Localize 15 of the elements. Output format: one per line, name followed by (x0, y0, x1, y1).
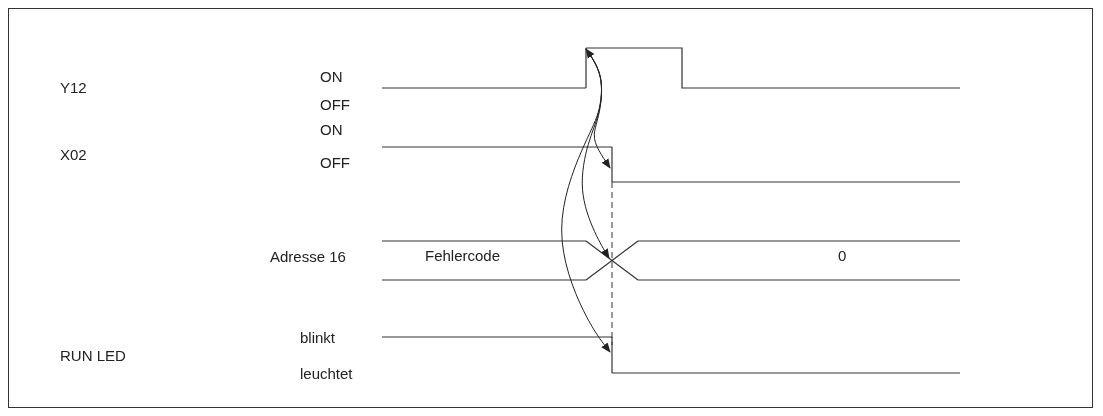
bus-crossover (585, 240, 613, 281)
signal-name: Adresse 16 (270, 248, 346, 266)
bus-value: Fehlercode (425, 247, 501, 265)
signal-name: RUN LED (60, 347, 126, 365)
signal-name: X02 (60, 146, 87, 164)
signal-name: Y12 (60, 79, 87, 97)
bus-value: 0 (838, 247, 847, 265)
arrow (561, 48, 611, 353)
state-label: OFF (320, 96, 350, 114)
state-label: blinkt (300, 329, 336, 347)
state-label: ON (320, 68, 343, 86)
arrow (585, 48, 611, 169)
state-label: leuchtet (300, 365, 353, 383)
state-label: OFF (320, 154, 350, 172)
state-label: ON (320, 121, 343, 139)
